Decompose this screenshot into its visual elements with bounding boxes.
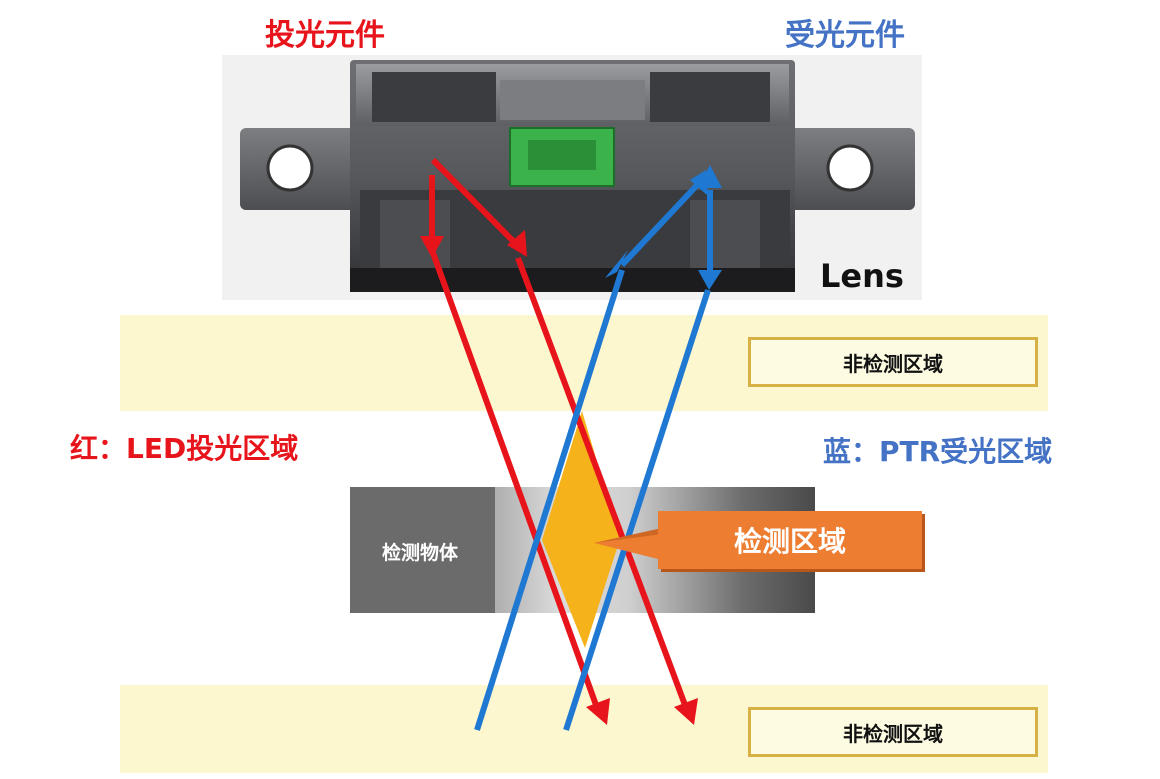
- mount-hole-right: [826, 144, 874, 192]
- emitter-rays: [429, 157, 688, 707]
- mount-hole-left: [266, 144, 314, 192]
- emitter-title: 投光元件: [265, 18, 385, 53]
- connector-socket: [528, 140, 596, 170]
- detection-object-label: 检测物体: [382, 542, 459, 564]
- receiver-arrowheads: [605, 165, 722, 290]
- emitter-window: [372, 72, 496, 122]
- detection-area-label: 检测区域: [658, 511, 922, 569]
- legend-red-label: 红：LED投光区域: [70, 432, 299, 465]
- detection-area-shape: [542, 411, 620, 648]
- lens-label: Lens: [820, 257, 904, 295]
- receiver-rays: [474, 179, 713, 731]
- body-bottom-edge: [350, 268, 795, 292]
- receiver-title: 受光元件: [785, 18, 905, 53]
- receiver-window: [650, 72, 770, 122]
- emitter-lens: [380, 200, 450, 270]
- non-detect-label-bottom: 非检测区域: [748, 707, 1038, 757]
- non-detect-label-top: 非检测区域: [748, 337, 1038, 387]
- legend-blue-label: 蓝：PTR受光区域: [823, 435, 1053, 468]
- object-label-panel: [350, 487, 495, 613]
- top-center-panel: [500, 80, 645, 120]
- emitter-arrowheads: [420, 230, 698, 725]
- receiver-lens: [690, 200, 760, 270]
